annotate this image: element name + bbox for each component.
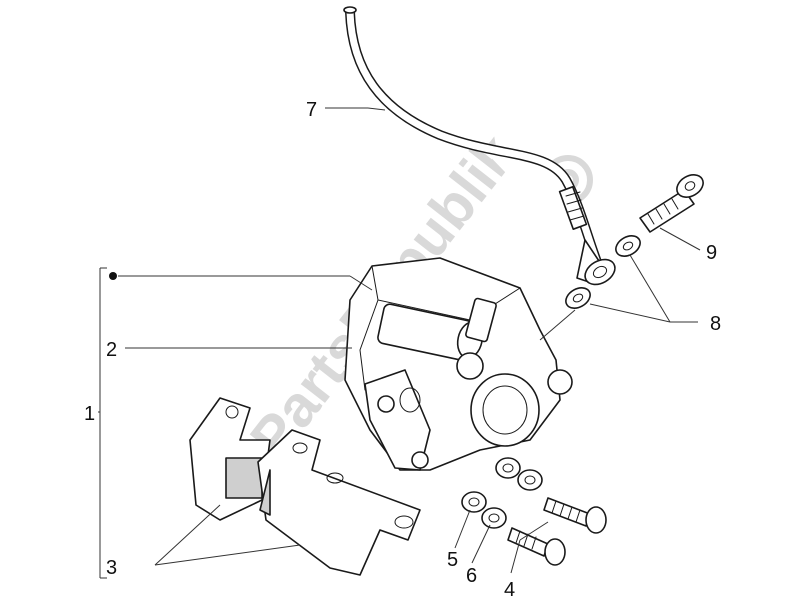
callout-8: 8 (710, 313, 721, 335)
callout-6: 6 (466, 565, 477, 587)
callout-numbers: 1 2 3 4 5 6 7 8 9 (84, 99, 721, 600)
callout-9: 9 (706, 242, 717, 264)
leader-lines (98, 107, 701, 579)
callout-5: 5 (447, 549, 458, 571)
brake-pads (189, 397, 421, 576)
hose-washers (565, 235, 641, 309)
callout-7: 7 (306, 99, 317, 121)
callout-dot (109, 272, 117, 280)
brake-caliper (344, 257, 573, 471)
callout-4: 4 (504, 579, 515, 600)
caliper-screws (507, 497, 607, 566)
callout-2: 2 (106, 339, 117, 361)
caliper-washers (461, 457, 543, 529)
callout-3: 3 (106, 557, 117, 579)
brake-hose (343, 6, 616, 286)
banjo-bolt (639, 174, 704, 233)
callout-1: 1 (84, 403, 95, 425)
